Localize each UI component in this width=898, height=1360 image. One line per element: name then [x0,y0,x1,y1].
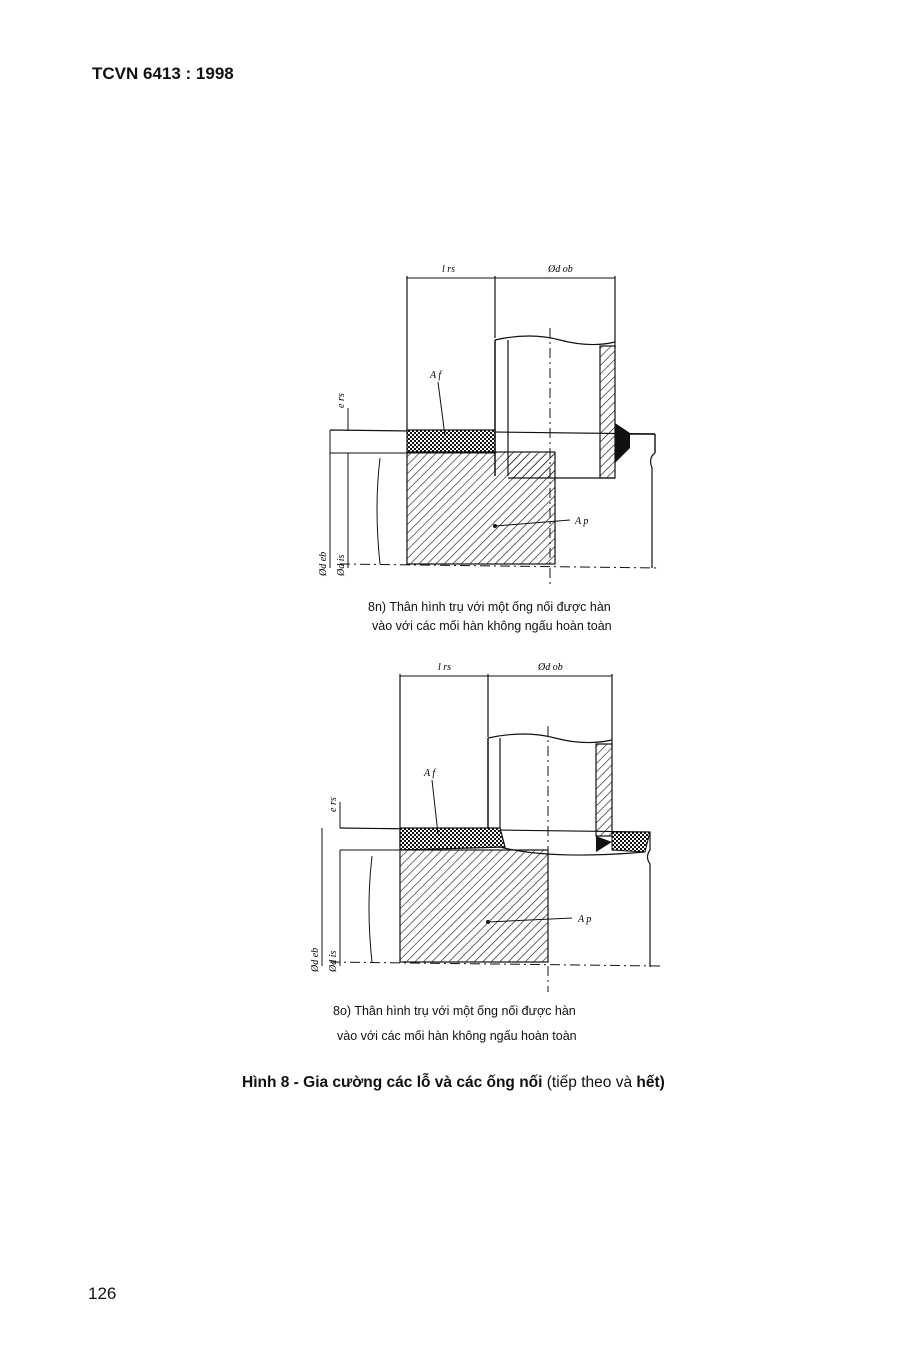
figure-8n: l rs Ød ob e rs Ød eb Ød is A f A p [300,258,690,588]
caption-8n-line1: 8n) Thân hình trụ với một ống nối được h… [368,600,611,614]
caption-8o: 8o) Thân hình trụ với một ống nối được h… [333,1002,577,1046]
caption-8o-line1: 8o) Thân hình trụ với một ống nối được h… [333,1004,576,1018]
label-ers: e rs [336,393,347,408]
label-dis: Ød is [336,555,347,578]
figure-title-bold: Hình 8 - Gia cường các lỗ và các ống nối [242,1074,543,1091]
label-ers-o: e rs [328,797,339,812]
document-header: TCVN 6413 : 1998 [92,64,234,83]
caption-8n-line2: vào với các mối hàn không ngấu hoàn toàn [372,619,612,633]
label-lrs: l rs [442,264,455,275]
label-deb: Ød eb [318,552,329,577]
label-lrs-o: l rs [438,662,451,673]
label-dis-o: Ød is [328,951,339,974]
label-deb-o: Ød eb [310,948,321,973]
figure-8o-drawing: l rs Ød ob e rs Ød eb Ød is A f A p [310,662,661,992]
caption-8n: 8n) Thân hình trụ với một ống nối được h… [368,598,612,636]
figure-title: Hình 8 - Gia cường các lỗ và các ống nối… [242,1074,665,1092]
label-a1-o: A f [423,768,436,779]
label-ap: A p [574,516,588,527]
figure-title-normal: (tiếp theo và [542,1074,637,1091]
figure-8n-drawing: l rs Ød ob e rs Ød eb Ød is A f A p [318,264,661,588]
figure-title-end: hết) [636,1074,665,1091]
caption-8o-line2: vào với các mối hàn không ngấu hoàn toàn [337,1029,577,1043]
label-dob-o: Ød ob [537,662,563,673]
figure-8o: l rs Ød ob e rs Ød eb Ød is A f A p [300,652,690,992]
label-dob: Ød ob [547,264,573,275]
page-number: 126 [88,1284,117,1303]
label-ap-o: A p [577,914,591,925]
label-a1: A f [429,370,442,381]
